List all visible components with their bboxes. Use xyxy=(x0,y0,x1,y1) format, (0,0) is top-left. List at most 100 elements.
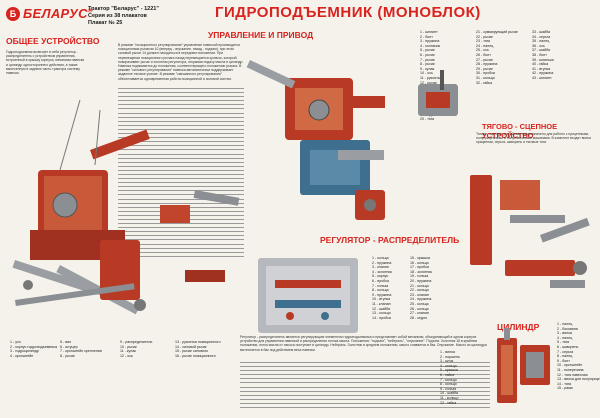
legend-item: 4 - кольцо xyxy=(440,363,457,368)
legend-item: 5 - тяга xyxy=(557,340,570,345)
legend-item: 12 - тяга навесная xyxy=(557,372,588,377)
legend-item: 20 - пружина xyxy=(410,278,432,283)
legend-item: 35 - палец xyxy=(532,39,550,44)
general-intro-text: Гидроподъемник включает в себя регулятор… xyxy=(6,50,85,76)
hitch-description: Тягово - сцепное устройство предназначен… xyxy=(476,132,591,145)
legend-item: 3 - шток xyxy=(440,359,454,364)
control-text-lines xyxy=(118,88,244,260)
legend-item: 7 - кольцо xyxy=(440,377,457,382)
legend-item: 33 - шайба xyxy=(532,30,551,34)
brand-logo: Б БЕЛАРУС® xyxy=(6,6,93,21)
legend-item: 6 - гайка xyxy=(440,372,455,377)
legend-item: 30 - пробка xyxy=(476,71,495,76)
legend-item: 28 - пружина xyxy=(476,62,498,67)
legend-item: 9 - пружина xyxy=(372,292,392,297)
legend-item: 16 - кольцо xyxy=(410,260,429,265)
legend-item: 7 - рычаг xyxy=(420,57,435,62)
legend-item: 3 - клапан xyxy=(372,265,389,270)
legend-item: 4 - золотник xyxy=(372,269,392,274)
legend-item: 23 - тяга xyxy=(476,39,491,44)
legend-item: 1 - вилка xyxy=(440,350,455,354)
section-cylinder-title: ЦИЛИНДР xyxy=(497,322,540,332)
legend-item: 31 - кольцо xyxy=(476,75,495,80)
legend-item: 21 - кольцо xyxy=(410,283,429,288)
series-info: Трактор "Беларус" - 1221" Серия из 38 пл… xyxy=(88,6,159,27)
legend-item: 24 - палец xyxy=(476,43,494,48)
legend-item: 2 - пружина xyxy=(372,260,392,265)
legend-item: 10 - кронштейн xyxy=(557,363,583,368)
legend-item: 43 - шплинт xyxy=(532,75,552,80)
legend-item: 4 - кронштейн xyxy=(10,353,34,358)
section-hitch-title: ТЯГОВО - СЦЕПНОЕ УСТРОЙСТВО xyxy=(482,122,558,140)
legend-item: 4 - палец xyxy=(557,335,573,340)
section-control-title: УПРАВЛЕНИЕ И ПРИВОД xyxy=(208,30,314,40)
legend-item: 21 - суммирующий рычаг xyxy=(476,30,518,34)
legend-item: 3 - гидроцилиндр xyxy=(10,349,39,354)
legend-item: 10 - рычаг xyxy=(120,344,137,349)
legend-item: 3 - пружина xyxy=(420,39,440,44)
legend-item: 38 - болт xyxy=(532,52,547,57)
legend-item: 13 - кольцо xyxy=(372,311,391,316)
legend-item: 15 - рычаг силового xyxy=(175,349,208,354)
legend-item: 6 - штуцер xyxy=(60,344,78,349)
legend-item: 14 - тяга xyxy=(557,381,572,386)
legend-item: 17 - пробка xyxy=(410,265,429,270)
page-title: ГИДРОПОДЪЕМНИК (МОНОБЛОК) xyxy=(215,4,481,21)
legend-item: 9 - гильза xyxy=(440,386,457,391)
legend-item: 5 - корпус xyxy=(372,274,389,279)
legend-item: 26 - кольцо xyxy=(410,306,429,311)
legend-item: 1 - палец xyxy=(557,322,573,326)
legend-item: 8 - рычаг xyxy=(60,353,75,358)
legend-item: 41 - втулка xyxy=(532,66,551,71)
legend-item: 8 - рычаг xyxy=(420,62,435,67)
legend-item: 36 - ось xyxy=(532,43,545,48)
legend-item: 25 - ось xyxy=(476,48,489,53)
legend-item: 5 - крышка xyxy=(440,368,458,373)
legend-item: 16 - рычаг позиционного xyxy=(175,353,216,358)
legend-item: 9 - болт xyxy=(557,358,570,363)
legend-item: 3 - вилка xyxy=(557,331,572,336)
legend-item: 18 - золотник xyxy=(410,269,432,274)
legend-item: 5 - рычаг xyxy=(420,48,435,53)
legend-item: 15 - крышка xyxy=(410,256,430,260)
legend-item: 32 - гайка xyxy=(476,80,493,85)
legend-item: 8 - кольцо xyxy=(372,288,389,293)
legend-item: 2 - корпус гидроподъемника xyxy=(10,344,57,349)
legend-item: 19 - гильза xyxy=(410,274,429,279)
legend-item: 12 - шайба xyxy=(372,306,391,311)
legend-item: 28 - седло xyxy=(410,315,428,320)
legend-item: 23 - клапан xyxy=(410,292,429,297)
legend-item: 22 - кольцо xyxy=(410,288,429,293)
legend-item: 6 - шкворень xyxy=(557,344,579,349)
legend-item: 24 - пружина xyxy=(410,297,432,302)
control-mechanism-drawing xyxy=(246,59,385,220)
legend-item: 10 - ось xyxy=(420,71,433,76)
legend-item: 14 - силовой рычаг xyxy=(175,344,207,349)
legend-item: 8 - кольцо xyxy=(440,382,457,387)
legend-item: 25 - кольцо xyxy=(410,301,429,306)
legend-item: 12 - рычаг xyxy=(420,80,437,85)
series-line-1: Трактор "Беларус" - 1221" xyxy=(88,6,159,12)
legend-item: 1 - шплинт xyxy=(420,30,438,34)
regulator-drawing xyxy=(258,258,358,333)
legend-item: 27 - рычаг xyxy=(476,57,493,62)
legend-item: 6 - рычаг xyxy=(420,52,435,57)
legend-item: 18 - золотник xyxy=(420,108,442,113)
legend-item: 1 - ухо xyxy=(10,340,21,344)
brand-name: БЕЛАРУС® xyxy=(23,6,93,21)
legend-item: 9 - распределитель xyxy=(120,340,153,344)
legend-item: 8 - палец xyxy=(557,354,573,359)
section-regulator-title: РЕГУЛЯТОР - РАСПРЕДЕЛИТЕЛЬ xyxy=(320,235,460,245)
bottom-text-lines xyxy=(240,362,490,411)
legend-item: 4 - колпачок xyxy=(420,43,441,48)
legend-item: 40 - гайка xyxy=(532,62,549,67)
